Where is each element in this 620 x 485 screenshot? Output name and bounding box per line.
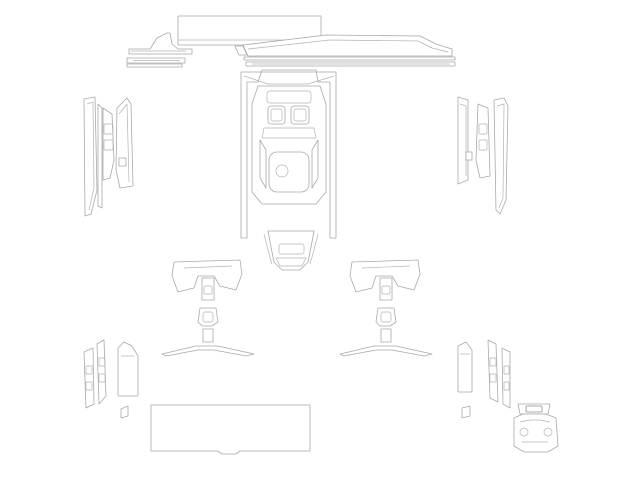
dashboard-trim-right	[235, 35, 455, 66]
rear-right-door-trim	[458, 340, 510, 418]
front-right-door-trim	[458, 97, 508, 214]
front-left-door-trim	[84, 97, 133, 216]
center-console-film	[241, 70, 336, 238]
console-front-panel	[264, 231, 318, 270]
rear-console-film	[514, 404, 558, 452]
rear-panel-film	[151, 405, 310, 454]
rear-left-door-trim	[84, 340, 138, 418]
right-seat-back-film	[340, 260, 432, 356]
dashboard-trim-left	[127, 33, 192, 67]
left-seat-back-film	[162, 260, 254, 356]
